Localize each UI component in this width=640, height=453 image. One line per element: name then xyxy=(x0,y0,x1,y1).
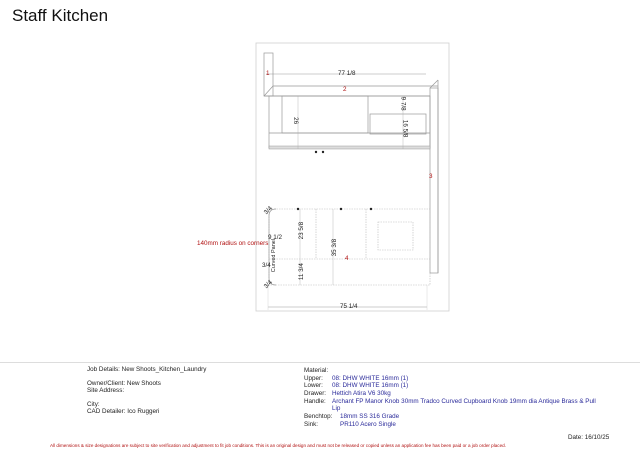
item-label-3: 3 xyxy=(429,173,433,180)
material-label-benchtop: Benchtop: xyxy=(304,413,333,420)
page-title: Staff Kitchen xyxy=(12,6,109,25)
dimension-side-lower: 3/4 xyxy=(262,262,271,269)
dimension-top-width: 77 1/8 xyxy=(338,70,356,77)
radius-note: 140mm radius on corners xyxy=(197,240,269,247)
date: Date: 16/10/25 xyxy=(568,434,610,441)
disclaimer: All dimensions & size designations are s… xyxy=(50,443,506,448)
dimension-bottom-width: 75 1/4 xyxy=(340,303,358,310)
owner-client: Owner/Client: New Shoots xyxy=(87,380,161,387)
material-label-sink: Sink: xyxy=(304,421,318,428)
material-value-lower: 08: DHW WHITE 16mm (1) xyxy=(332,382,409,389)
material-label-handle: Handle: xyxy=(304,398,326,405)
item-label-1: 1 xyxy=(266,70,270,77)
dimension-upper-height: 26 xyxy=(292,117,300,125)
material-label-lower: Lower: xyxy=(304,382,323,389)
material-value-handle: Archant FP Manor Knob 30mm Tradco Curved… xyxy=(332,398,596,405)
materials-heading: Material: xyxy=(304,367,329,374)
item-label-4: 4 xyxy=(345,255,349,262)
dimension-lower-left: 23 5/8 xyxy=(298,221,306,240)
material-label-upper: Upper: xyxy=(304,375,323,382)
cad-detailer: CAD Detailer: Ico Ruggeri xyxy=(87,408,160,415)
city: City: xyxy=(87,401,100,408)
material-value-handle-cont: Lip xyxy=(332,405,341,412)
dimension-upper-right-top: 9 7/8 xyxy=(399,96,407,111)
dimension-upper-right-bottom: 16 5/8 xyxy=(401,119,409,138)
material-value-sink: PR110 Acero Single xyxy=(340,421,396,428)
material-label-drawer: Drawer: xyxy=(304,390,327,397)
title-block-divider xyxy=(0,362,640,363)
dimension-lower-mid: 35 3/8 xyxy=(331,238,339,257)
job-details: Job Details: New Shoots_Kitchen_Laundry xyxy=(87,366,207,373)
material-value-upper: 08: DHW WHITE 16mm (1) xyxy=(332,375,409,382)
dimension-side-upper: 9 1/2 xyxy=(268,234,283,241)
curved-panel-note: Curved Panel xyxy=(271,238,278,273)
material-value-drawer: Hettich Atira V6 30kg xyxy=(332,390,391,397)
item-label-2: 2 xyxy=(343,86,347,93)
site-address: Site Address: xyxy=(87,387,125,394)
dimension-lower-bottom: 11 3/4 xyxy=(297,263,305,281)
material-value-benchtop: 18mm SS 316 Grade xyxy=(340,413,400,420)
